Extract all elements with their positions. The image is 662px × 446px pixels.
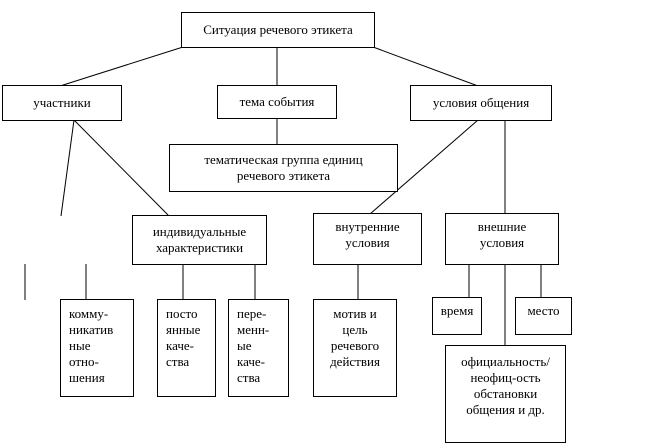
permanent-node-label: посто янные каче- ства: [166, 306, 201, 369]
edge-root-conditions: [372, 46, 479, 87]
place-node-label: место: [527, 303, 560, 318]
participants-node: участники: [2, 85, 122, 121]
variable-node-label: пере- менн- ые каче- ства: [237, 306, 270, 385]
formality-node-label: официальность/ неофиц-ость обстановки об…: [461, 354, 550, 417]
participants-node-label: участники: [33, 95, 91, 110]
internal-node-label: внутренние условия: [335, 219, 400, 250]
root-node-label: Ситуация речевого этикета: [203, 22, 353, 37]
motive-node: мотив и цель речевого действия: [313, 299, 397, 397]
motive-node-label: мотив и цель речевого действия: [330, 306, 380, 369]
communicative-node-label: комму- никатив ные отно- шения: [69, 306, 114, 385]
topic-node-label: тема события: [239, 94, 315, 109]
individual-node-label: индивидуальные характеристики: [152, 224, 247, 255]
individual-node: индивидуальные характеристики: [132, 215, 267, 265]
root-node: Ситуация речевого этикета: [181, 12, 375, 48]
external-node: внешние условия: [445, 213, 559, 265]
internal-node: внутренние условия: [313, 213, 422, 265]
permanent-node: посто янные каче- ства: [157, 299, 216, 397]
communicative-node: комму- никатив ные отно- шения: [60, 299, 134, 397]
place-node: место: [515, 297, 572, 335]
topic-group-node-label: тематическая группа единиц речевого этик…: [204, 152, 363, 183]
edge-participants-stray: [60, 119, 75, 217]
conditions-node: условия общения: [410, 85, 552, 121]
topic-node: тема события: [217, 85, 337, 119]
variable-node: пере- менн- ые каче- ства: [228, 299, 289, 397]
time-node-label: время: [440, 303, 474, 318]
edge-participants-individual: [73, 119, 170, 217]
conditions-node-label: условия общения: [432, 95, 530, 110]
external-node-label: внешние условия: [477, 219, 527, 250]
edge-root-participants: [59, 46, 184, 87]
edge-conditions-internal: [369, 119, 479, 215]
topic-group-node: тематическая группа единиц речевого этик…: [169, 144, 398, 192]
formality-node: официальность/ неофиц-ость обстановки об…: [445, 345, 566, 443]
time-node: время: [432, 297, 482, 335]
